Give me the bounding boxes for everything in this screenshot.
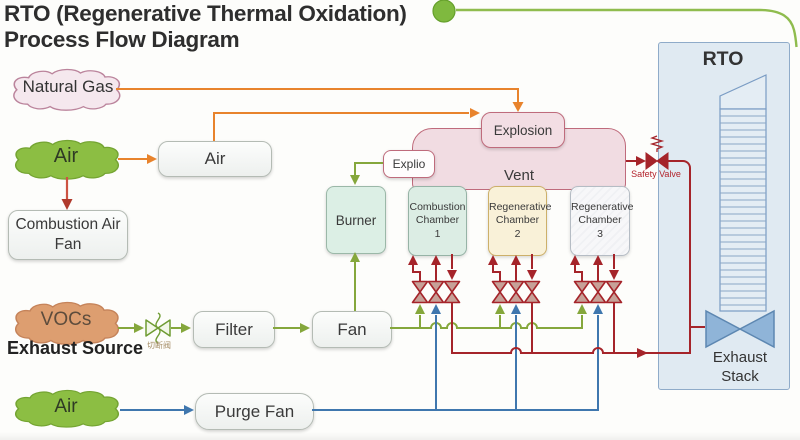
chamber2-line3: 2 bbox=[514, 227, 521, 240]
valve-icon bbox=[427, 280, 445, 304]
chamber3-line2: Chamber bbox=[578, 214, 622, 227]
valve-icon bbox=[589, 280, 607, 304]
explosion-label: Explosion bbox=[493, 122, 553, 138]
explio-box: Explio bbox=[383, 150, 435, 178]
purge-fan-box: Purge Fan bbox=[195, 393, 314, 430]
purge-fan-label: Purge Fan bbox=[214, 401, 295, 421]
chamber2-line1: Regenerative bbox=[489, 200, 552, 213]
explosion-box: Explosion bbox=[481, 112, 565, 148]
burner-box: Burner bbox=[326, 186, 386, 254]
chamber1-line3: 1 bbox=[434, 227, 441, 240]
regenerative-chamber-3: Regenerative Chamber 3 bbox=[570, 186, 634, 256]
natural-gas-label: Natural Gas bbox=[22, 77, 114, 96]
chamber2-line2: Chamber bbox=[495, 214, 540, 227]
valve-icon bbox=[573, 280, 591, 304]
exhaust-source-label: Exhaust Source bbox=[6, 338, 144, 358]
valve-icon bbox=[491, 280, 509, 304]
chamber1-line2: Chamber bbox=[415, 214, 460, 227]
vocs-label: VOCs bbox=[40, 309, 92, 330]
combustion-chamber-1: Combustion Chamber 1 bbox=[408, 186, 467, 256]
filter-label: Filter bbox=[215, 319, 253, 339]
combustion-air-fan-label: Combustion Air Fan bbox=[15, 215, 121, 253]
air-supply-label: Air bbox=[53, 145, 79, 167]
valve-icon bbox=[605, 280, 623, 304]
air-to-fan-arrowhead bbox=[61, 199, 73, 210]
regenerative-chamber-2: Regenerative Chamber 2 bbox=[488, 186, 551, 256]
fan-box: Fan bbox=[312, 311, 392, 348]
valve-icon bbox=[507, 280, 525, 304]
chamber3-line1: Regenerative bbox=[571, 200, 634, 213]
air-box-label: Air bbox=[204, 149, 226, 168]
rto-panel bbox=[658, 42, 790, 390]
diagram-title-line1: RTO (Regenerative Thermal Oxidation) bbox=[4, 1, 407, 26]
air-box: Air bbox=[158, 141, 272, 177]
fan-label: Fan bbox=[337, 319, 367, 339]
air-purge-label: Air bbox=[54, 396, 78, 417]
safety-valve-label: Safety Valve bbox=[631, 169, 681, 179]
chamber1-line1: Combustion bbox=[409, 200, 466, 213]
explio-label: Explio bbox=[392, 157, 426, 171]
vent-label: Vent bbox=[503, 167, 535, 184]
cutoff-valve-icon bbox=[145, 312, 171, 344]
valve-icon bbox=[411, 280, 429, 304]
filter-box: Filter bbox=[193, 311, 275, 348]
green-dot-icon bbox=[432, 0, 456, 23]
valve-bank bbox=[411, 280, 623, 304]
valve-icon bbox=[523, 280, 541, 304]
valve-icon bbox=[443, 280, 461, 304]
rto-label: RTO bbox=[702, 48, 744, 70]
exhaust-stack-label: Exhaust Stack bbox=[712, 349, 768, 385]
diagram-title-line2: Process Flow Diagram bbox=[4, 27, 240, 52]
combustion-air-fan-box: Combustion Air Fan bbox=[8, 210, 128, 260]
chamber3-line3: 3 bbox=[597, 227, 603, 240]
cutoff-valve-label: 切断阀 bbox=[147, 341, 171, 350]
burner-label: Burner bbox=[335, 212, 377, 228]
